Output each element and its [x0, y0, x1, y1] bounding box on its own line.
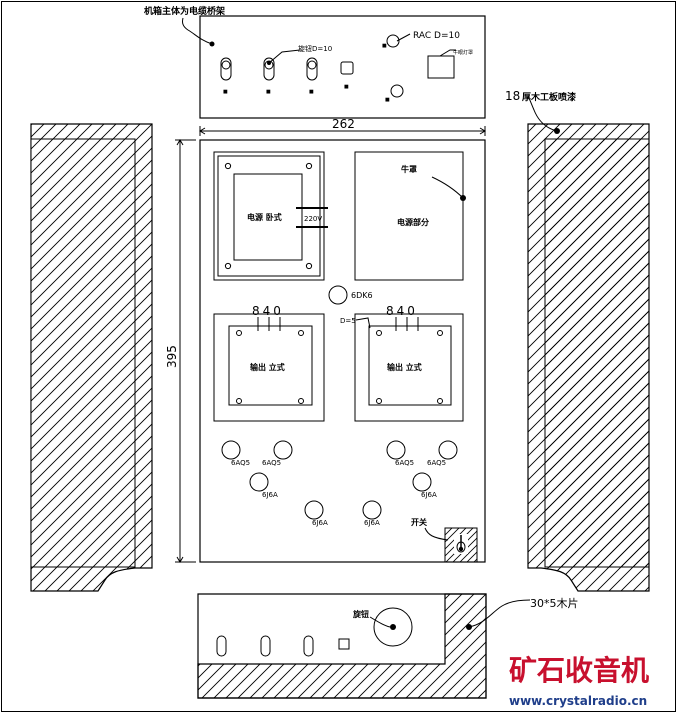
- tube-socket-6aq5: [273, 440, 293, 460]
- svg-text:■: ■: [382, 43, 387, 49]
- front-panel: [197, 593, 487, 699]
- width-dimension: [199, 126, 486, 136]
- power-transformer-label: 电源 卧式: [247, 212, 282, 222]
- svg-text:■: ■: [309, 89, 314, 95]
- chassis-plate: [199, 139, 486, 563]
- tube-socket-6dk6: [328, 285, 348, 305]
- cover-note: 牛眼灯罩: [453, 49, 473, 56]
- tube-label-6aq5: 6AQ5: [231, 459, 250, 467]
- tube-socket-6j6a: [304, 500, 324, 520]
- knob-label: 旋钮: [352, 609, 369, 619]
- power-transformer: [213, 151, 328, 281]
- tube-socket-6aq5: [386, 440, 406, 460]
- switch-label: 开关: [411, 517, 427, 527]
- tube-label-6dk6: 6DK6: [351, 291, 373, 300]
- wood-note-text: 厚木工板喷漆: [522, 91, 576, 103]
- toggle-switch: [306, 57, 318, 81]
- square-jack: [340, 61, 354, 75]
- svg-text:■: ■: [344, 84, 349, 90]
- output-transformer-right: [354, 313, 464, 422]
- tube-label-6aq5: 6AQ5: [427, 459, 446, 467]
- output-transformer-left: [213, 313, 325, 422]
- cover-label: 牛罩: [401, 164, 417, 174]
- width-dimension-label: 262: [332, 117, 355, 131]
- tube-label-6j6a: 6J6A: [421, 491, 437, 499]
- svg-text:■: ■: [385, 97, 390, 103]
- top-panel: ■ ■ ■ ■ ■ ■: [182, 15, 486, 119]
- rca-jack: [386, 34, 400, 48]
- power-section-label: 电源部分: [397, 217, 429, 227]
- voltage-label: 220V: [304, 215, 322, 223]
- tube-socket-6aq5: [438, 440, 458, 460]
- output-right-label: 输出 立式: [387, 362, 422, 372]
- knob-dia-label: 旋钮D=10: [298, 44, 332, 53]
- tube-socket-6j6a: [412, 472, 432, 492]
- volume-knob: [373, 607, 413, 647]
- chassis-note: 机箱主体为电缆桥架: [144, 5, 225, 17]
- tube-label-6aq5: 6AQ5: [262, 459, 281, 467]
- tube-label-6j6a: 6J6A: [262, 491, 278, 499]
- tube-label-6aq5: 6AQ5: [395, 459, 414, 467]
- left-side-panel: [30, 123, 153, 592]
- height-dimension: [175, 139, 196, 563]
- d5-label: D=5: [340, 317, 356, 325]
- rca-jack: [390, 84, 404, 98]
- power-section-box: [354, 151, 464, 281]
- tube-socket-6j6a: [249, 472, 269, 492]
- toggle-switch: [220, 57, 232, 81]
- tube-label-6j6a: 6J6A: [364, 519, 380, 527]
- output-left-number: 840: [252, 304, 284, 318]
- wood-strip-label: 30*5木片: [530, 597, 579, 610]
- tube-socket-6j6a: [362, 500, 382, 520]
- output-left-label: 输出 立式: [250, 362, 285, 372]
- watermark-title: 矿石收音机: [509, 654, 649, 687]
- wood-note-num: 18: [505, 89, 520, 103]
- rac-label: RAC D=10: [413, 31, 460, 41]
- tube-socket-6aq5: [221, 440, 241, 460]
- power-switch: [444, 527, 478, 563]
- svg-text:■: ■: [266, 89, 271, 95]
- indicator-window: [427, 55, 455, 79]
- height-dimension-label: 395: [165, 345, 179, 368]
- output-right-number: 840: [386, 304, 418, 318]
- right-side-panel: [527, 95, 650, 592]
- tube-label-6j6a: 6J6A: [312, 519, 328, 527]
- svg-text:■: ■: [223, 89, 228, 95]
- watermark-url: www.crystalradio.cn: [509, 694, 647, 708]
